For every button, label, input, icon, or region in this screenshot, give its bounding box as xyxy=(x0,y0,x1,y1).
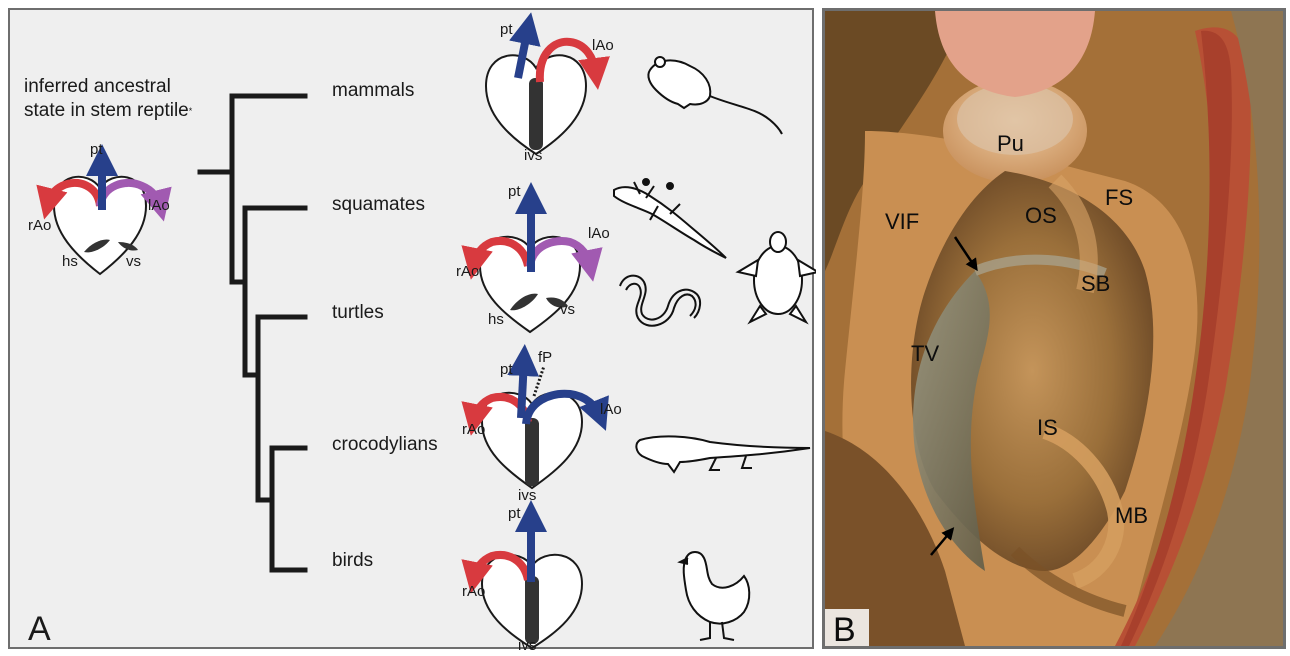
lizard-icon xyxy=(614,179,726,258)
panel-a: mammals squamates turtles crocodylians b… xyxy=(8,8,814,649)
turtle-icon xyxy=(738,232,816,322)
ancestral-label-pt: pt xyxy=(90,141,103,158)
taxon-birds: birds xyxy=(332,550,373,571)
crocodylians-label-fP: fP xyxy=(538,349,552,366)
panel-a-letter: A xyxy=(28,610,51,648)
ancestral-asterisk: * xyxy=(189,106,193,116)
taxon-squamates: squamates xyxy=(332,194,425,215)
ancestral-state-line2: state in stem reptile* xyxy=(24,100,193,121)
panel-a-svg: mammals squamates turtles crocodylians b… xyxy=(10,10,816,651)
mammals-label-pt: pt xyxy=(500,21,513,38)
label-VIF: VIF xyxy=(885,209,919,234)
panel-b-letter: B xyxy=(833,611,856,646)
ancestral-label-rAo: rAo xyxy=(28,217,51,234)
crocodylians-label-rAo: rAo xyxy=(462,421,485,438)
squamates-label-hs: hs xyxy=(488,311,504,328)
label-IS: IS xyxy=(1037,415,1058,440)
panel-b-photo: Pu OS FS VIF SB TV IS MB B xyxy=(825,11,1283,646)
squamates-label-pt: pt xyxy=(508,183,521,200)
squamates-label-rAo: rAo xyxy=(456,263,479,280)
label-Pu: Pu xyxy=(997,131,1024,156)
label-FS: FS xyxy=(1105,185,1133,210)
heart-crocodylians: pt fP lAo rAo ivs xyxy=(462,349,622,504)
ancestral-state-line1: inferred ancestral xyxy=(24,76,171,97)
birds-label-pt: pt xyxy=(508,505,521,522)
mammals-label-ivs: ivs xyxy=(524,147,542,164)
squamates-label-lAo: lAo xyxy=(588,225,610,242)
label-OS: OS xyxy=(1025,203,1057,228)
taxon-mammals: mammals xyxy=(332,80,414,101)
label-MB: MB xyxy=(1115,503,1148,528)
heart-birds: pt rAo ivs xyxy=(462,505,582,651)
mouse-icon xyxy=(648,57,782,134)
panel-b: Pu OS FS VIF SB TV IS MB B xyxy=(822,8,1286,649)
birds-label-ivs: ivs xyxy=(518,637,536,651)
chicken-icon xyxy=(680,552,749,640)
crocodylians-label-lAo: lAo xyxy=(600,401,622,418)
heart-mammals: pt lAo ivs xyxy=(486,21,614,164)
snake-icon xyxy=(620,276,700,326)
taxon-crocodylians: crocodylians xyxy=(332,434,438,455)
phylogeny-tree xyxy=(200,96,305,570)
heart-squamates-turtles: pt lAo rAo hs vs xyxy=(456,183,610,332)
ancestral-state-line2-text: state in stem reptile xyxy=(24,100,189,121)
label-SB: SB xyxy=(1081,271,1110,296)
ancestral-label-vs: vs xyxy=(126,253,141,270)
ancestral-label-lAo: lAo xyxy=(148,197,170,214)
taxon-turtles: turtles xyxy=(332,302,384,323)
label-TV: TV xyxy=(911,341,939,366)
heart-ancestral: pt rAo lAo hs vs xyxy=(28,141,170,274)
ancestral-label-hs: hs xyxy=(62,253,78,270)
birds-label-rAo: rAo xyxy=(462,583,485,600)
crocodile-icon xyxy=(636,436,810,472)
crocodylians-label-ivs: ivs xyxy=(518,487,536,504)
squamates-label-vs: vs xyxy=(560,301,575,318)
crocodylians-label-pt: pt xyxy=(500,361,513,378)
mammals-label-lAo: lAo xyxy=(592,37,614,54)
